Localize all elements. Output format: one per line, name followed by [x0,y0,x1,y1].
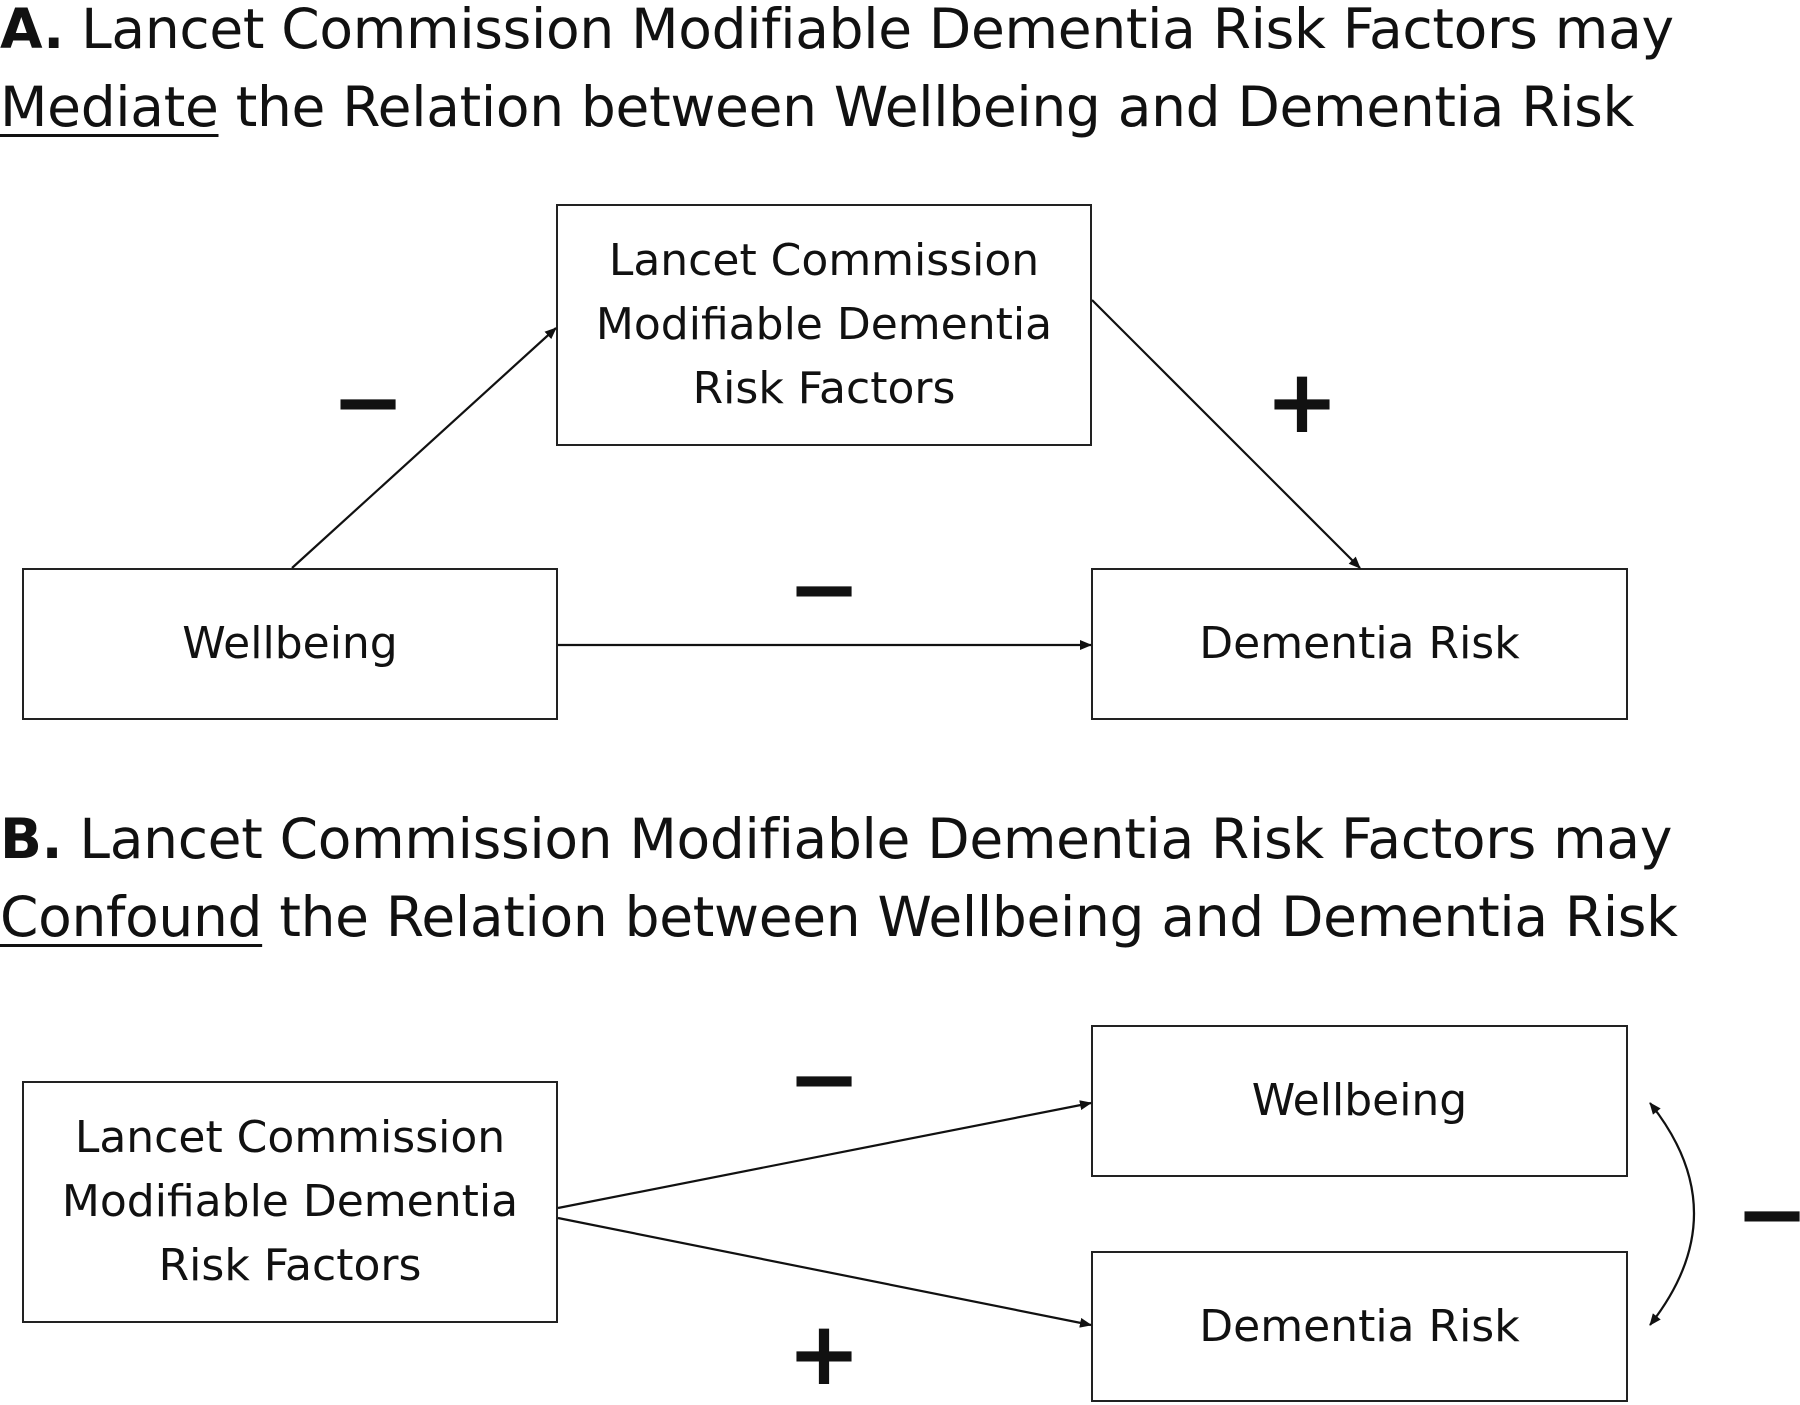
panel-a-arrow-mediator-to-risk [1091,299,1361,569]
panel-a-sign-mediator-to-risk: + [1265,350,1339,453]
panel-a-heading: A. Lancet Commission Modifiable Dementia… [0,0,1674,146]
panel-a-sign-wellbeing-to-risk: − [787,537,861,640]
panel-b-dementia-risk-label: Dementia Risk [1199,1300,1520,1352]
panel-a-sign-wellbeing-to-mediator: − [331,350,405,453]
panel-b-confounder-line2: Modifiable Dementia [61,1176,519,1227]
panel-b-correlation-arc [1649,1102,1695,1326]
panel-b-confounder-box: Lancet Commission Modifiable Dementia Ri… [22,1081,558,1323]
panel-a-dementia-risk-label: Dementia Risk [1199,618,1520,669]
panel-a-mediator-line1: Lancet Commission [608,235,1040,286]
panel-b-confounder-line1: Lancet Commission [74,1112,506,1163]
panel-a-mediator-box: Lancet Commission Modifiable Dementia Ri… [556,204,1092,446]
panel-b-wellbeing-box: Wellbeing [1091,1025,1628,1177]
panel-a-wellbeing-label: Wellbeing [182,618,398,669]
panel-a-wellbeing-box: Wellbeing [22,568,558,720]
panel-b-heading: B. Lancet Commission Modifiable Dementia… [0,800,1678,956]
panel-a-title-line2: Mediate the Relation between Wellbeing a… [0,75,1635,139]
panel-b-sign-to-risk: + [787,1302,861,1405]
panel-a-mediator-line3: Risk Factors [692,363,956,414]
panel-a-arrow-wellbeing-to-mediator [291,327,557,569]
panel-b-dementia-risk-box: Dementia Risk [1091,1251,1628,1402]
panel-b-arrow-to-risk [557,1216,1092,1328]
panel-a-keyword: Mediate [0,75,219,139]
panel-b-arrow-to-wellbeing [557,1100,1092,1210]
panel-a-mediator-line2: Modifiable Dementia [595,299,1053,350]
panel-a-title-line1: A. Lancet Commission Modifiable Dementia… [0,0,1674,68]
panel-b-title-line1: B. Lancet Commission Modifiable Dementia… [0,807,1673,871]
panel-b-sign-correlation: − [1735,1162,1800,1265]
panel-b-keyword: Confound [0,885,263,949]
panel-b-wellbeing-label: Wellbeing [1251,1075,1468,1126]
panel-b-letter: B. [0,807,63,871]
panel-a-letter: A. [0,0,64,61]
panel-a-dementia-risk-box: Dementia Risk [1091,568,1628,720]
panel-b-confounder-line3: Risk Factors [158,1240,422,1291]
panel-b-sign-to-wellbeing: − [787,1027,861,1130]
panel-b-title-line2: Confound the Relation between Wellbeing … [0,885,1678,949]
